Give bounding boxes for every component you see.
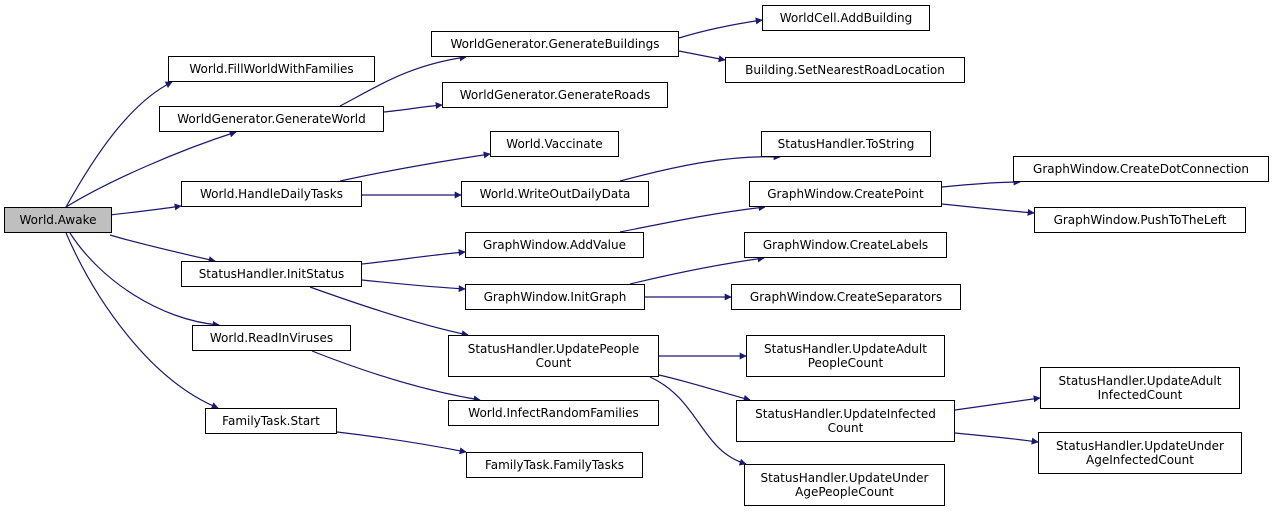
edge-generate-buildings-to-add-building xyxy=(678,17,763,39)
edge-create-point-to-push-left xyxy=(941,203,1035,216)
node-world-handle-daily-tasks[interactable]: World.HandleDailyTasks xyxy=(181,181,362,207)
node-label-line: Building.SetNearestRoadLocation xyxy=(745,63,945,77)
node-graph-window-create-separators[interactable]: GraphWindow.CreateSeparators xyxy=(731,284,961,310)
node-label-line: GraphWindow.AddValue xyxy=(482,238,627,252)
node-label-line: StatusHandler.InitStatus xyxy=(198,267,345,281)
node-building-set-nearest-road-location[interactable]: Building.SetNearestRoadLocation xyxy=(725,57,965,83)
edge-update-people-to-update-underage-people xyxy=(649,376,747,466)
node-graph-window-create-labels[interactable]: GraphWindow.CreateLabels xyxy=(744,232,947,258)
edge-generate-buildings-to-nearest-road xyxy=(678,50,726,63)
edge-create-point-to-dot-connection xyxy=(941,178,1021,188)
node-label-line: GraphWindow.PushToTheLeft xyxy=(1053,213,1227,227)
node-label-line: GraphWindow.CreatePoint xyxy=(767,187,924,201)
node-family-task-family-tasks[interactable]: FamilyTask.FamilyTasks xyxy=(466,452,643,478)
node-label-line: WorldGenerator.GenerateWorld xyxy=(177,112,366,126)
node-label-line: World.HandleDailyTasks xyxy=(199,187,344,201)
node-graph-window-init-graph[interactable]: GraphWindow.InitGraph xyxy=(465,284,645,310)
edge-awake-to-family-start xyxy=(65,232,219,409)
node-label-line: StatusHandler.UpdateUnder xyxy=(1056,439,1224,453)
edge-write-daily-to-to-string xyxy=(619,153,781,182)
node-world-cell-add-building[interactable]: WorldCell.AddBuilding xyxy=(762,5,930,31)
node-label-line: WorldGenerator.GenerateRoads xyxy=(459,88,651,102)
node-label-line: StatusHandler.UpdatePeople xyxy=(467,342,640,356)
node-world-vaccinate[interactable]: World.Vaccinate xyxy=(490,131,619,157)
node-label-line: AgeInfectedCount xyxy=(1086,453,1194,467)
node-status-handler-to-string[interactable]: StatusHandler.ToString xyxy=(761,131,931,157)
node-label-line: StatusHandler.ToString xyxy=(777,137,915,151)
node-label-line: GraphWindow.CreateSeparators xyxy=(749,290,943,304)
node-label-line: WorldCell.AddBuilding xyxy=(779,11,913,25)
node-graph-window-create-point[interactable]: GraphWindow.CreatePoint xyxy=(749,181,942,207)
node-world-read-in-viruses[interactable]: World.ReadInViruses xyxy=(192,325,351,351)
edge-add-value-to-create-point xyxy=(619,204,766,233)
node-world-generator-generate-world[interactable]: WorldGenerator.GenerateWorld xyxy=(159,106,384,132)
node-world-generator-generate-buildings[interactable]: WorldGenerator.GenerateBuildings xyxy=(431,31,679,57)
edge-awake-to-generate-world xyxy=(65,130,237,208)
edge-read-viruses-to-infect-random xyxy=(311,350,481,403)
node-world-infect-random-families[interactable]: World.InfectRandomFamilies xyxy=(448,400,659,426)
edge-awake-to-read-viruses xyxy=(69,232,220,328)
node-label-line: FamilyTask.FamilyTasks xyxy=(484,458,625,472)
node-label-line: World.Awake xyxy=(19,213,97,227)
node-status-handler-init-status[interactable]: StatusHandler.InitStatus xyxy=(181,261,362,287)
node-family-task-start[interactable]: FamilyTask.Start xyxy=(205,408,337,434)
node-label-line: PeopleCount xyxy=(807,356,884,370)
edge-awake-to-handle-daily xyxy=(109,203,182,216)
node-label-line: World.FillWorldWithFamilies xyxy=(189,62,354,76)
edge-init-graph-to-create-labels xyxy=(629,255,765,285)
node-label-line: World.WriteOutDailyData xyxy=(479,187,631,201)
edge-awake-to-fill-families xyxy=(65,81,173,208)
node-label-line: StatusHandler.UpdateInfected xyxy=(755,407,936,421)
edge-init-status-to-add-value xyxy=(361,249,466,265)
node-world-fill-world-with-families[interactable]: World.FillWorldWithFamilies xyxy=(168,56,375,82)
edge-family-start-to-family-tasks xyxy=(336,431,467,455)
node-world-generator-generate-roads[interactable]: WorldGenerator.GenerateRoads xyxy=(442,82,668,108)
edge-handle-daily-to-vaccinate xyxy=(339,151,491,182)
node-label-line: GraphWindow.CreateLabels xyxy=(762,238,929,252)
node-world-write-out-daily-data[interactable]: World.WriteOutDailyData xyxy=(461,181,649,207)
edge-update-people-to-update-infected xyxy=(658,374,751,402)
edge-generate-world-to-generate-buildings xyxy=(339,54,467,107)
node-label-line: AgePeopleCount xyxy=(795,485,894,499)
node-graph-window-push-to-the-left[interactable]: GraphWindow.PushToTheLeft xyxy=(1034,207,1246,233)
node-label-line: InfectedCount xyxy=(1097,388,1183,402)
node-label-line: GraphWindow.CreateDotConnection xyxy=(1033,162,1249,176)
node-label-line: World.InfectRandomFamilies xyxy=(468,406,639,420)
node-label-line: Count xyxy=(827,421,864,435)
node-label-line: World.ReadInViruses xyxy=(209,331,334,345)
node-label-line: GraphWindow.InitGraph xyxy=(483,290,627,304)
edge-update-infected-to-update-underage-infected xyxy=(954,432,1039,445)
node-label-line: StatusHandler.UpdateAdult xyxy=(1058,374,1222,388)
edge-generate-world-to-generate-roads xyxy=(383,102,443,113)
edge-update-infected-to-update-adult-infected xyxy=(954,395,1041,411)
node-label-line: StatusHandler.UpdateAdult xyxy=(764,342,927,356)
node-label-line: Count xyxy=(535,356,572,370)
node-label-line: FamilyTask.Start xyxy=(222,414,320,428)
node-world-awake[interactable]: World.Awake xyxy=(4,207,112,233)
node-graph-window-add-value[interactable]: GraphWindow.AddValue xyxy=(465,232,644,258)
edge-init-status-to-update-people xyxy=(309,286,469,338)
node-label-line: World.Vaccinate xyxy=(506,137,603,151)
edge-init-status-to-init-graph xyxy=(361,279,466,293)
node-label-line: StatusHandler.UpdateUnder xyxy=(760,471,929,485)
edge-awake-to-init-status xyxy=(109,234,216,264)
node-label-line: WorldGenerator.GenerateBuildings xyxy=(450,37,660,51)
node-graph-window-create-dot-connection[interactable]: GraphWindow.CreateDotConnection xyxy=(1013,156,1269,182)
